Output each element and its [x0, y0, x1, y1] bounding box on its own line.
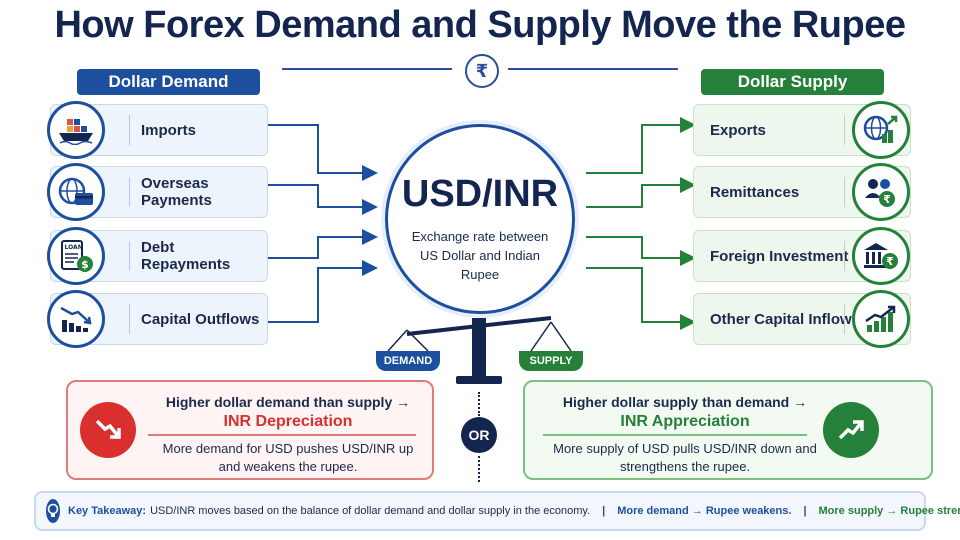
arrow-other-capital-inflows [586, 267, 696, 330]
lightbulb-icon [46, 499, 60, 523]
globe-export-icon [852, 101, 910, 159]
depreciation-description: More demand for USD pushes USD/INR up an… [162, 441, 414, 474]
bank-rupee-icon: ₹ [852, 227, 910, 285]
globe-card-icon [47, 163, 105, 221]
takeaway-label: Key Takeaway: [68, 505, 147, 517]
or-divider-bottom [478, 456, 480, 482]
dollar-demand-header: Dollar Demand [77, 69, 260, 95]
cargo-ship-icon [47, 101, 105, 159]
balance-scale-icon [387, 316, 572, 384]
arrow-overseas-payments [268, 184, 378, 215]
or-divider-top [478, 392, 480, 416]
appreciation-result: INR Appreciation [620, 413, 750, 430]
loan-document-icon: LOAN $ [47, 227, 105, 285]
rupee-icon: ₹ [465, 54, 499, 88]
arrow-foreign-investment [586, 236, 696, 266]
usd-inr-title: USD/INR [401, 173, 559, 215]
appreciation-description: More supply of USD pulls USD/INR down an… [553, 441, 817, 474]
rising-chart-icon [852, 290, 910, 348]
takeaway-divider: | [602, 505, 606, 517]
dollar-supply-header: Dollar Supply [701, 69, 884, 95]
svg-text:$: $ [81, 258, 89, 271]
rising-arrow-icon [823, 402, 879, 458]
title-rule-left [282, 68, 452, 70]
svg-text:₹: ₹ [886, 255, 894, 268]
supply-item-label: Exports [710, 121, 766, 139]
demand-item-label: Capital Outflows [141, 310, 260, 328]
scale-demand-label: DEMAND [376, 351, 440, 371]
appreciation-condition: Higher dollar supply than demand → [562, 394, 808, 410]
title-rule-right [508, 68, 678, 70]
takeaway-divider: | [803, 505, 807, 517]
supply-item-label: Other Capital Inflows [710, 310, 861, 328]
page-title: How Forex Demand and Supply Move the Rup… [54, 4, 906, 46]
arrow-exports [586, 117, 696, 174]
loan-icon-text: LOAN [65, 244, 83, 251]
supply-item-label: Foreign Investment [710, 247, 849, 265]
depreciation-result: INR Depreciation [223, 413, 353, 430]
or-badge: OR [461, 417, 497, 453]
takeaway-supply-note: More supply → Rupee strengthens. [818, 505, 960, 517]
takeaway-text: USD/INR moves based on the balance of do… [150, 505, 591, 517]
demand-item-label: Imports [141, 121, 197, 139]
usd-inr-subtitle: Exchange rate between US Dollar and Indi… [411, 229, 549, 282]
appreciation-rule [543, 434, 807, 436]
usd-inr-center-circle: USD/INR Exchange rate between US Dollar … [385, 124, 575, 314]
declining-chart-icon [47, 290, 105, 348]
arrow-imports [268, 124, 378, 181]
demand-item-label: Debt Repayments [141, 239, 231, 273]
key-takeaway-bar: Key Takeaway: USD/INR moves based on the… [34, 491, 960, 531]
takeaway-demand-note: More demand → Rupee weakens. [617, 505, 792, 517]
supply-item-label: Remittances [710, 183, 800, 201]
falling-arrow-icon [80, 402, 136, 458]
inr-depreciation-box: Higher dollar demand than supply → INR D… [66, 380, 434, 480]
depreciation-rule [148, 434, 416, 436]
people-rupee-icon: ₹ [852, 163, 910, 221]
demand-item-label: Overseas Payments [141, 175, 212, 209]
svg-text:₹: ₹ [883, 193, 891, 206]
arrow-capital-outflows [268, 260, 378, 323]
inr-appreciation-box: Higher dollar supply than demand → INR A… [523, 380, 933, 480]
arrow-debt-repayments [268, 229, 378, 259]
scale-supply-label: SUPPLY [519, 351, 583, 371]
arrow-remittances [586, 177, 696, 208]
depreciation-condition: Higher dollar demand than supply → [165, 394, 411, 410]
